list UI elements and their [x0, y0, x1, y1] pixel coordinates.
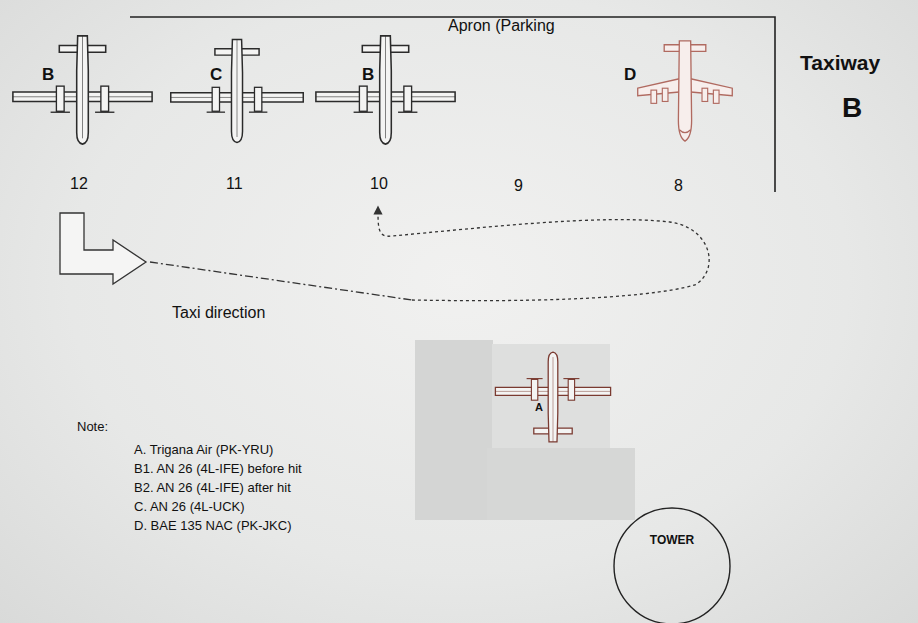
note-line: D. BAE 135 NAC (PK-JKC): [134, 519, 292, 532]
stand-number: 12: [70, 176, 88, 192]
aircraft-letter: B: [42, 66, 54, 83]
apron-boundary: [130, 17, 775, 192]
stand-number: 8: [674, 178, 683, 194]
note-line: B2. AN 26 (4L-IFE) after hit: [134, 481, 291, 494]
area-label: Apron (Parking: [448, 18, 555, 34]
aircraft-an26: [13, 36, 152, 144]
note-line: C. AN 26 (4L-UCK): [134, 500, 245, 513]
circle-outline: [614, 508, 730, 623]
circle-outline: [613, 507, 731, 623]
aircraft-letter: D: [624, 66, 636, 83]
aircraft-bae146: [638, 41, 733, 141]
stand-number: 9: [514, 178, 523, 194]
aircraft-an26: [316, 36, 455, 144]
aircraft-letter: B: [362, 66, 374, 83]
aircraft-letter: A: [535, 402, 543, 413]
tower-circle: TOWER: [613, 507, 731, 623]
aircraft-an26: [171, 39, 303, 142]
paper-patch: [487, 448, 635, 520]
aircraft-trigana: [495, 352, 610, 442]
note-heading: Note:: [77, 420, 108, 433]
aircraft-letter: C: [210, 66, 222, 83]
taxiway-letter: B: [842, 94, 862, 122]
taxi-path: [378, 210, 709, 301]
note-line: B1. AN 26 (4L-IFE) before hit: [134, 462, 302, 475]
direction-arrow: [60, 213, 146, 284]
taxi-path: [150, 262, 412, 300]
note-line: A. Trigana Air (PK-YRU): [134, 443, 273, 456]
stand-number: 11: [226, 176, 243, 192]
paper-patch: [415, 340, 493, 520]
stand-number: 10: [370, 176, 388, 192]
path-label: Taxi direction: [172, 305, 265, 321]
paper-patch: [492, 344, 610, 450]
taxiway-label: Taxiway: [800, 52, 880, 73]
tower-label: TOWER: [613, 533, 731, 547]
